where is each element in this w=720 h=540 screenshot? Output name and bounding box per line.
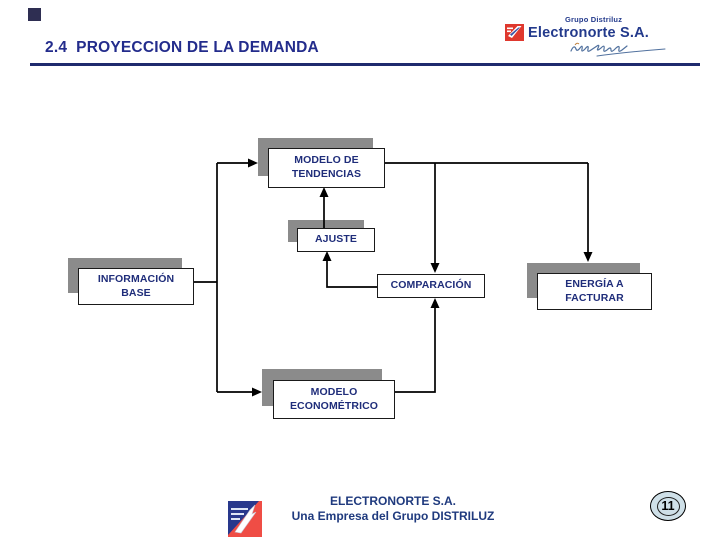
node-energia-a-facturar: ENERGÍA A FACTURAR bbox=[537, 273, 652, 310]
electronorte-logo-icon bbox=[505, 24, 524, 41]
title-underline bbox=[30, 63, 700, 66]
page-title: 2.4 PROYECCION DE LA DEMANDA bbox=[45, 39, 319, 56]
node-informacion-base: INFORMACIÓN BASE bbox=[78, 268, 194, 305]
footer-tagline: Una Empresa del Grupo DISTRILUZ bbox=[291, 509, 495, 523]
signature-script-icon bbox=[570, 42, 666, 57]
arrowhead-into-comparacion-bottom bbox=[430, 298, 440, 308]
node-ajuste: AJUSTE bbox=[297, 228, 375, 252]
page-number: 11 bbox=[656, 496, 680, 516]
page-number-badge: 11 bbox=[650, 491, 686, 521]
node-modelo-tendencias: MODELO DE TENDENCIAS bbox=[268, 148, 385, 188]
connector-econometrico-to-comparacion bbox=[393, 307, 436, 393]
corner-accent-square bbox=[28, 8, 41, 21]
footer-text: ELECTRONORTE S.A. Una Empresa del Grupo … bbox=[243, 494, 543, 524]
company-label: Electronorte S.A. bbox=[528, 24, 650, 41]
arrowhead-into-econometrico bbox=[252, 387, 262, 397]
node-comparacion: COMPARACIÓN bbox=[377, 274, 485, 298]
group-label: Grupo Distriluz bbox=[565, 15, 623, 24]
arrowhead-into-tendencias-bottom bbox=[319, 187, 329, 197]
footer-company: ELECTRONORTE S.A. bbox=[329, 494, 456, 508]
arrowhead-into-comparacion-top bbox=[430, 263, 440, 273]
footer-logo-icon bbox=[228, 501, 262, 537]
arrowhead-into-energia bbox=[583, 252, 593, 262]
arrowhead-into-tendencias bbox=[248, 158, 258, 168]
node-modelo-econometrico: MODELO ECONOMÉTRICO bbox=[273, 380, 395, 419]
arrowhead-into-ajuste bbox=[322, 251, 332, 261]
connector-comparacion-to-ajuste bbox=[326, 260, 377, 288]
